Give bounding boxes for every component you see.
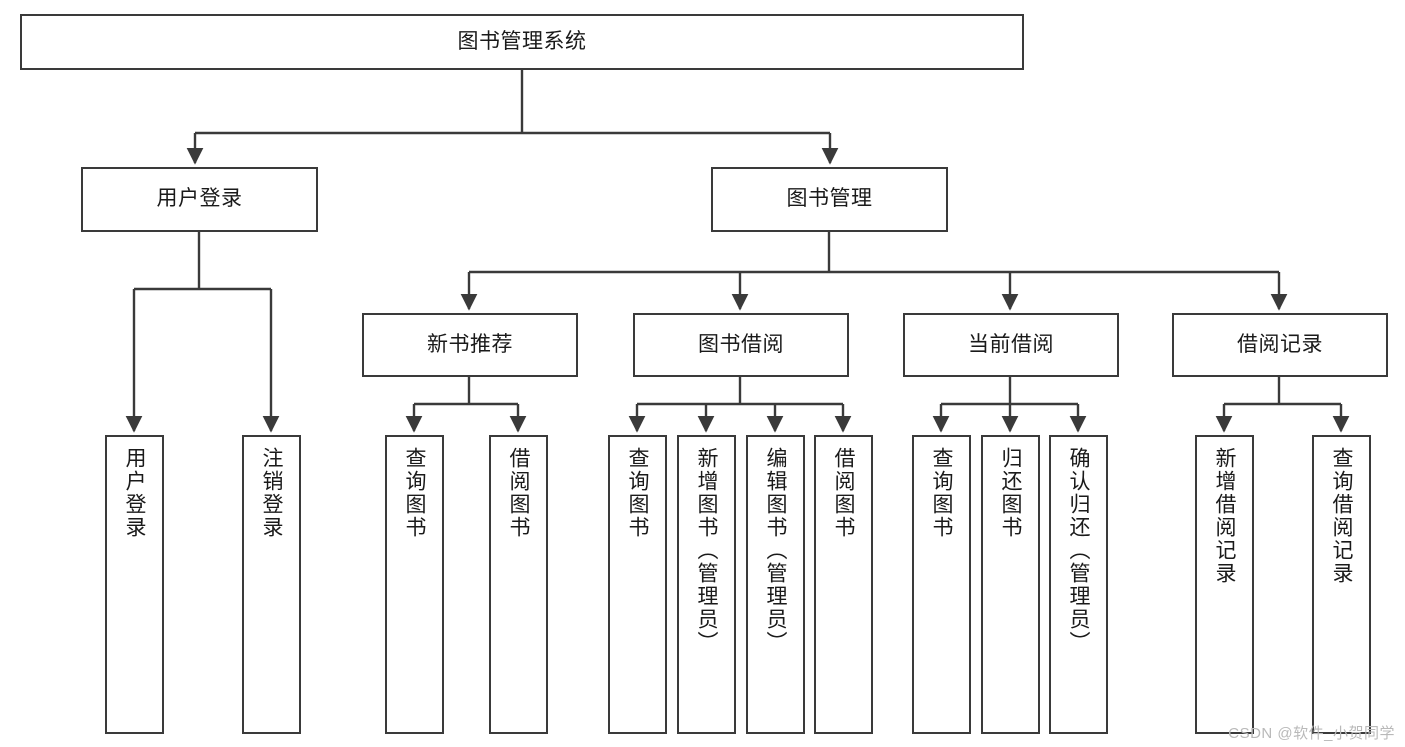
leaf-user-login-logout[interactable]: 注销登录 [242,435,301,734]
node-label: 图书管理 [786,187,873,211]
node-label: 新书推荐 [427,332,513,356]
node-book-borrow[interactable]: 图书借阅 [633,313,849,377]
node-label: 查询借阅记录 [1330,447,1353,585]
node-label: 查询图书 [626,447,649,539]
node-label: 注销登录 [260,447,283,539]
node-label: 新增图书（管理员） [695,447,718,654]
leaf-book-borrow-query[interactable]: 查询图书 [608,435,667,734]
node-label: 图书借阅 [698,332,784,356]
node-user-login[interactable]: 用户登录 [81,167,318,232]
node-label: 图书管理系统 [457,29,587,53]
leaf-current-borrow-confirm[interactable]: 确认归还（管理员） [1049,435,1108,734]
leaf-user-login-login[interactable]: 用户登录 [105,435,164,734]
node-label: 借阅图书 [507,447,530,539]
node-label: 新增借阅记录 [1213,447,1236,585]
leaf-new-book-query[interactable]: 查询图书 [385,435,444,734]
node-label: 借阅记录 [1237,332,1323,356]
node-label: 用户登录 [123,447,146,539]
node-label: 用户登录 [156,187,243,211]
node-book-management[interactable]: 图书管理 [711,167,948,232]
node-label: 查询图书 [403,447,426,539]
node-label: 归还图书 [999,447,1022,539]
node-current-borrow[interactable]: 当前借阅 [903,313,1119,377]
csdn-watermark: CSDN @软件_小贺同学 [1228,725,1395,742]
leaf-book-borrow-borrow[interactable]: 借阅图书 [814,435,873,734]
node-new-book-recommend[interactable]: 新书推荐 [362,313,578,377]
node-label: 查询图书 [930,447,953,539]
leaf-book-borrow-edit[interactable]: 编辑图书（管理员） [746,435,805,734]
leaf-book-borrow-add[interactable]: 新增图书（管理员） [677,435,736,734]
leaf-current-borrow-query[interactable]: 查询图书 [912,435,971,734]
node-borrow-record[interactable]: 借阅记录 [1172,313,1388,377]
leaf-borrow-record-query[interactable]: 查询借阅记录 [1312,435,1371,734]
leaf-borrow-record-add[interactable]: 新增借阅记录 [1195,435,1254,734]
node-label: 编辑图书（管理员） [764,447,787,654]
node-label: 确认归还（管理员） [1067,447,1090,654]
leaf-current-borrow-return[interactable]: 归还图书 [981,435,1040,734]
node-root-system[interactable]: 图书管理系统 [20,14,1024,70]
node-label: 当前借阅 [968,332,1054,356]
leaf-new-book-borrow[interactable]: 借阅图书 [489,435,548,734]
node-label: 借阅图书 [832,447,855,539]
